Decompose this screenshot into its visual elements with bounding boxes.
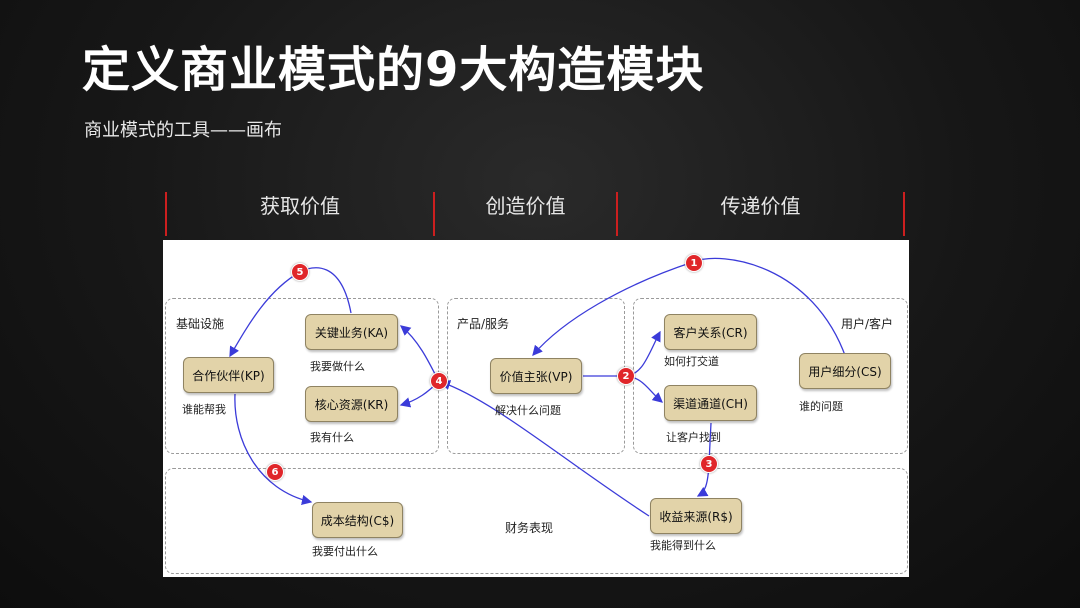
arrow-4-up-to-ka xyxy=(399,325,439,381)
arrow-4-rev-to-kr xyxy=(439,380,650,517)
step-marker-2: 2 xyxy=(617,367,635,385)
step-marker-5: 5 xyxy=(291,263,309,281)
zone-finance xyxy=(165,468,908,574)
arrow-6-kp-to-cost xyxy=(234,393,313,506)
step-marker-6: 6 xyxy=(266,463,284,481)
block-key-activities: 关键业务(KA) xyxy=(305,314,398,350)
block-revenue-streams: 收益来源(R$) xyxy=(650,498,742,534)
page-title: 定义商业模式的9大构造模块 xyxy=(82,42,705,98)
step-marker-1: 1 xyxy=(685,254,703,272)
block-key-partners: 合作伙伴(KP) xyxy=(183,357,274,393)
caption-customer-relationships: 如何打交道 xyxy=(664,355,719,368)
zone-label-finance: 财务表现 xyxy=(505,521,554,535)
phase-separator xyxy=(433,192,435,236)
caption-cost-structure: 我要付出什么 xyxy=(312,545,378,558)
block-key-resources: 核心资源(KR) xyxy=(305,386,398,422)
phase-create-value: 创造价值 xyxy=(485,194,566,218)
page-subtitle: 商业模式的工具——画布 xyxy=(84,120,282,141)
step-marker-3: 3 xyxy=(700,455,718,473)
caption-customer-segments: 谁的问题 xyxy=(799,400,843,413)
zone-label-infrastructure: 基础设施 xyxy=(176,317,225,331)
phase-separator xyxy=(616,192,618,236)
phase-separator xyxy=(903,192,905,236)
caption-revenue-streams: 我能得到什么 xyxy=(650,539,716,552)
caption-channels: 让客户找到 xyxy=(666,431,721,444)
caption-key-partners: 谁能帮我 xyxy=(182,403,226,416)
caption-key-resources: 我有什么 xyxy=(310,431,354,444)
block-value-proposition: 价值主张(VP) xyxy=(490,358,582,394)
phase-capture-value: 获取价值 xyxy=(260,194,340,218)
step-marker-4: 4 xyxy=(430,372,448,390)
block-customer-segments: 用户细分(CS) xyxy=(799,353,891,389)
caption-value-proposition: 解决什么问题 xyxy=(495,404,561,417)
phase-separator xyxy=(165,192,167,236)
zone-label-product-service: 产品/服务 xyxy=(457,317,510,331)
caption-key-activities: 我要做什么 xyxy=(310,360,365,373)
zone-label-customer: 用户/客户 xyxy=(841,317,894,331)
block-channels: 渠道通道(CH) xyxy=(664,385,757,421)
phase-deliver-value: 传递价值 xyxy=(720,194,801,218)
block-customer-relationships: 客户关系(CR) xyxy=(664,314,757,350)
business-model-canvas: 基础设施 产品/服务 用户/客户 财务表现 合作伙伴(KP) 谁能帮我 关键业务… xyxy=(163,240,909,577)
block-cost-structure: 成本结构(C$) xyxy=(312,502,403,538)
